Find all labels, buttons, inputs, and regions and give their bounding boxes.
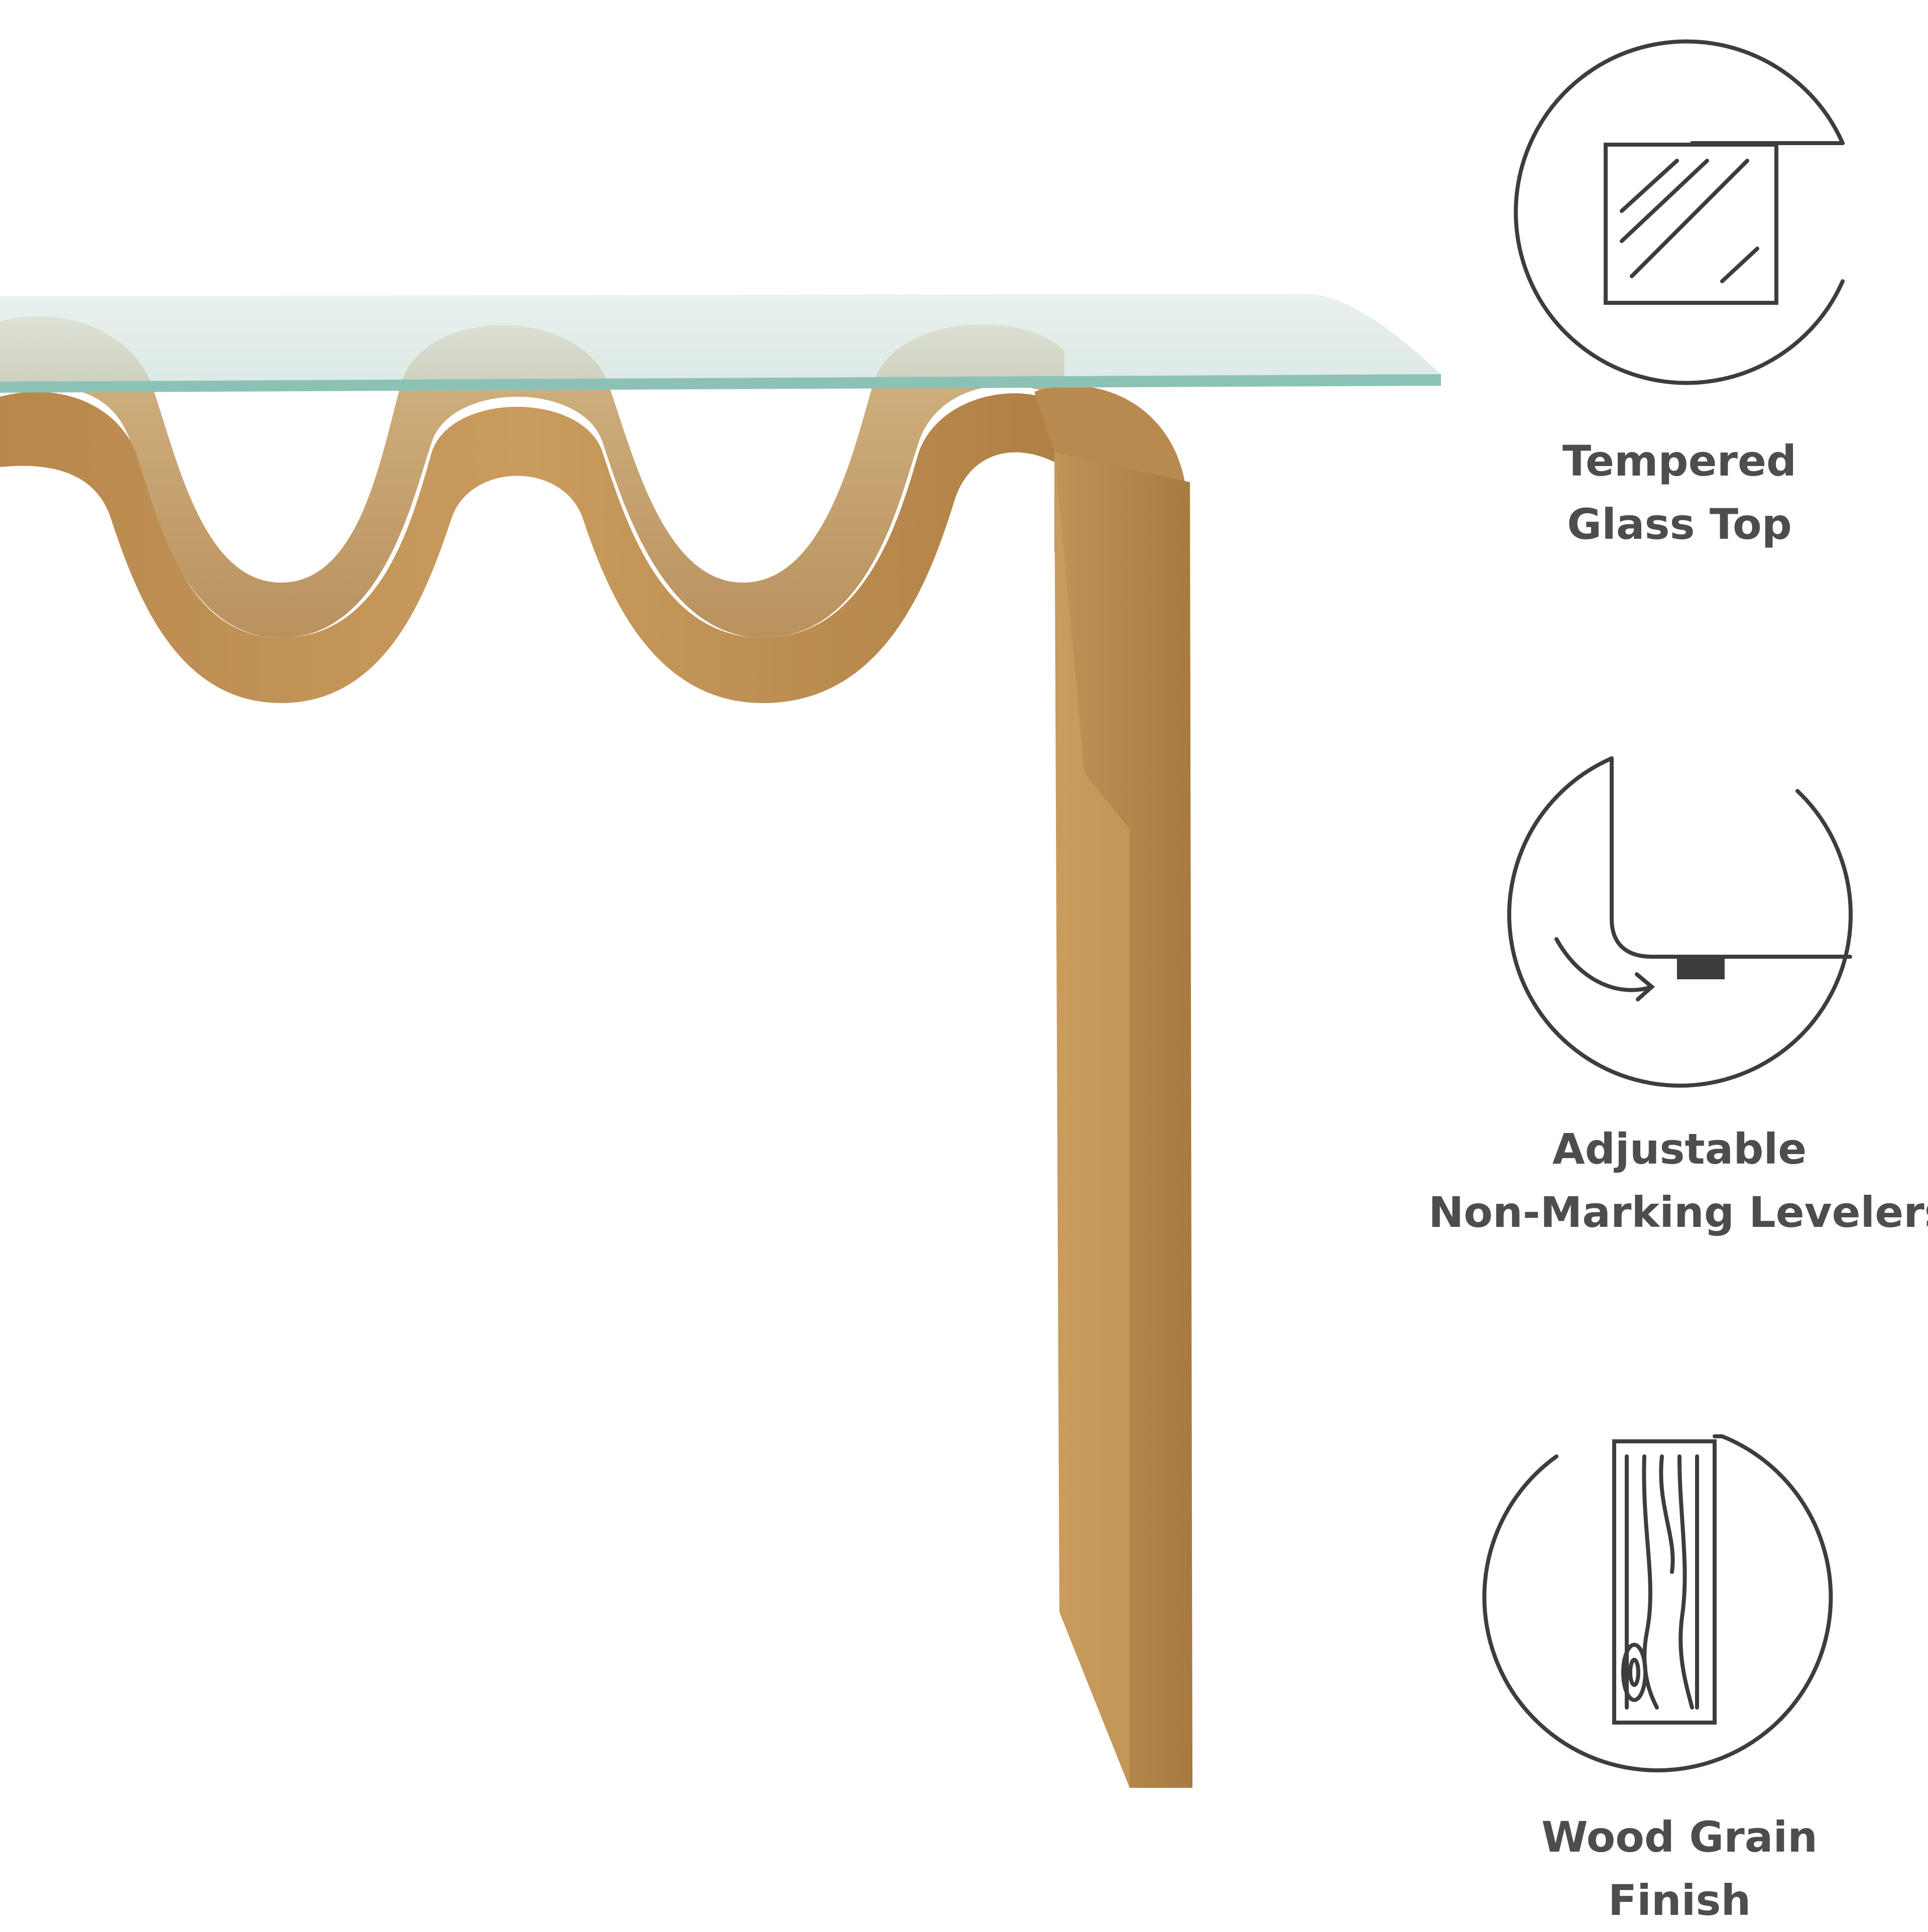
feature-label-line: Tempered <box>1562 436 1797 486</box>
wood-grain-icon <box>1482 1434 1833 1773</box>
glass-top <box>0 294 1441 382</box>
feature-label-line: Wood Grain <box>1541 1812 1818 1862</box>
leveler-foot-icon <box>1507 756 1853 1088</box>
console-table-image <box>0 294 1441 1788</box>
glass-top-edge <box>0 374 1441 393</box>
table-leg-side <box>1054 452 1130 1788</box>
feature-label-levelers: Adjustable Non-Marking Levelers <box>1428 1117 1928 1244</box>
glass-pane-icon <box>1514 39 1845 385</box>
feature-label-line: Finish <box>1608 1876 1751 1925</box>
feature-label-line: Non-Marking Levelers <box>1428 1188 1928 1237</box>
wave-inner-face <box>0 316 1064 638</box>
feature-label-tempered-glass: Tempered Glass Top <box>1428 429 1928 556</box>
wave-front-face <box>0 392 1054 703</box>
feature-label-line: Glass Top <box>1567 500 1792 549</box>
feature-label-line: Adjustable <box>1552 1124 1807 1174</box>
feature-label-wood-grain: Wood Grain Finish <box>1428 1805 1928 1932</box>
